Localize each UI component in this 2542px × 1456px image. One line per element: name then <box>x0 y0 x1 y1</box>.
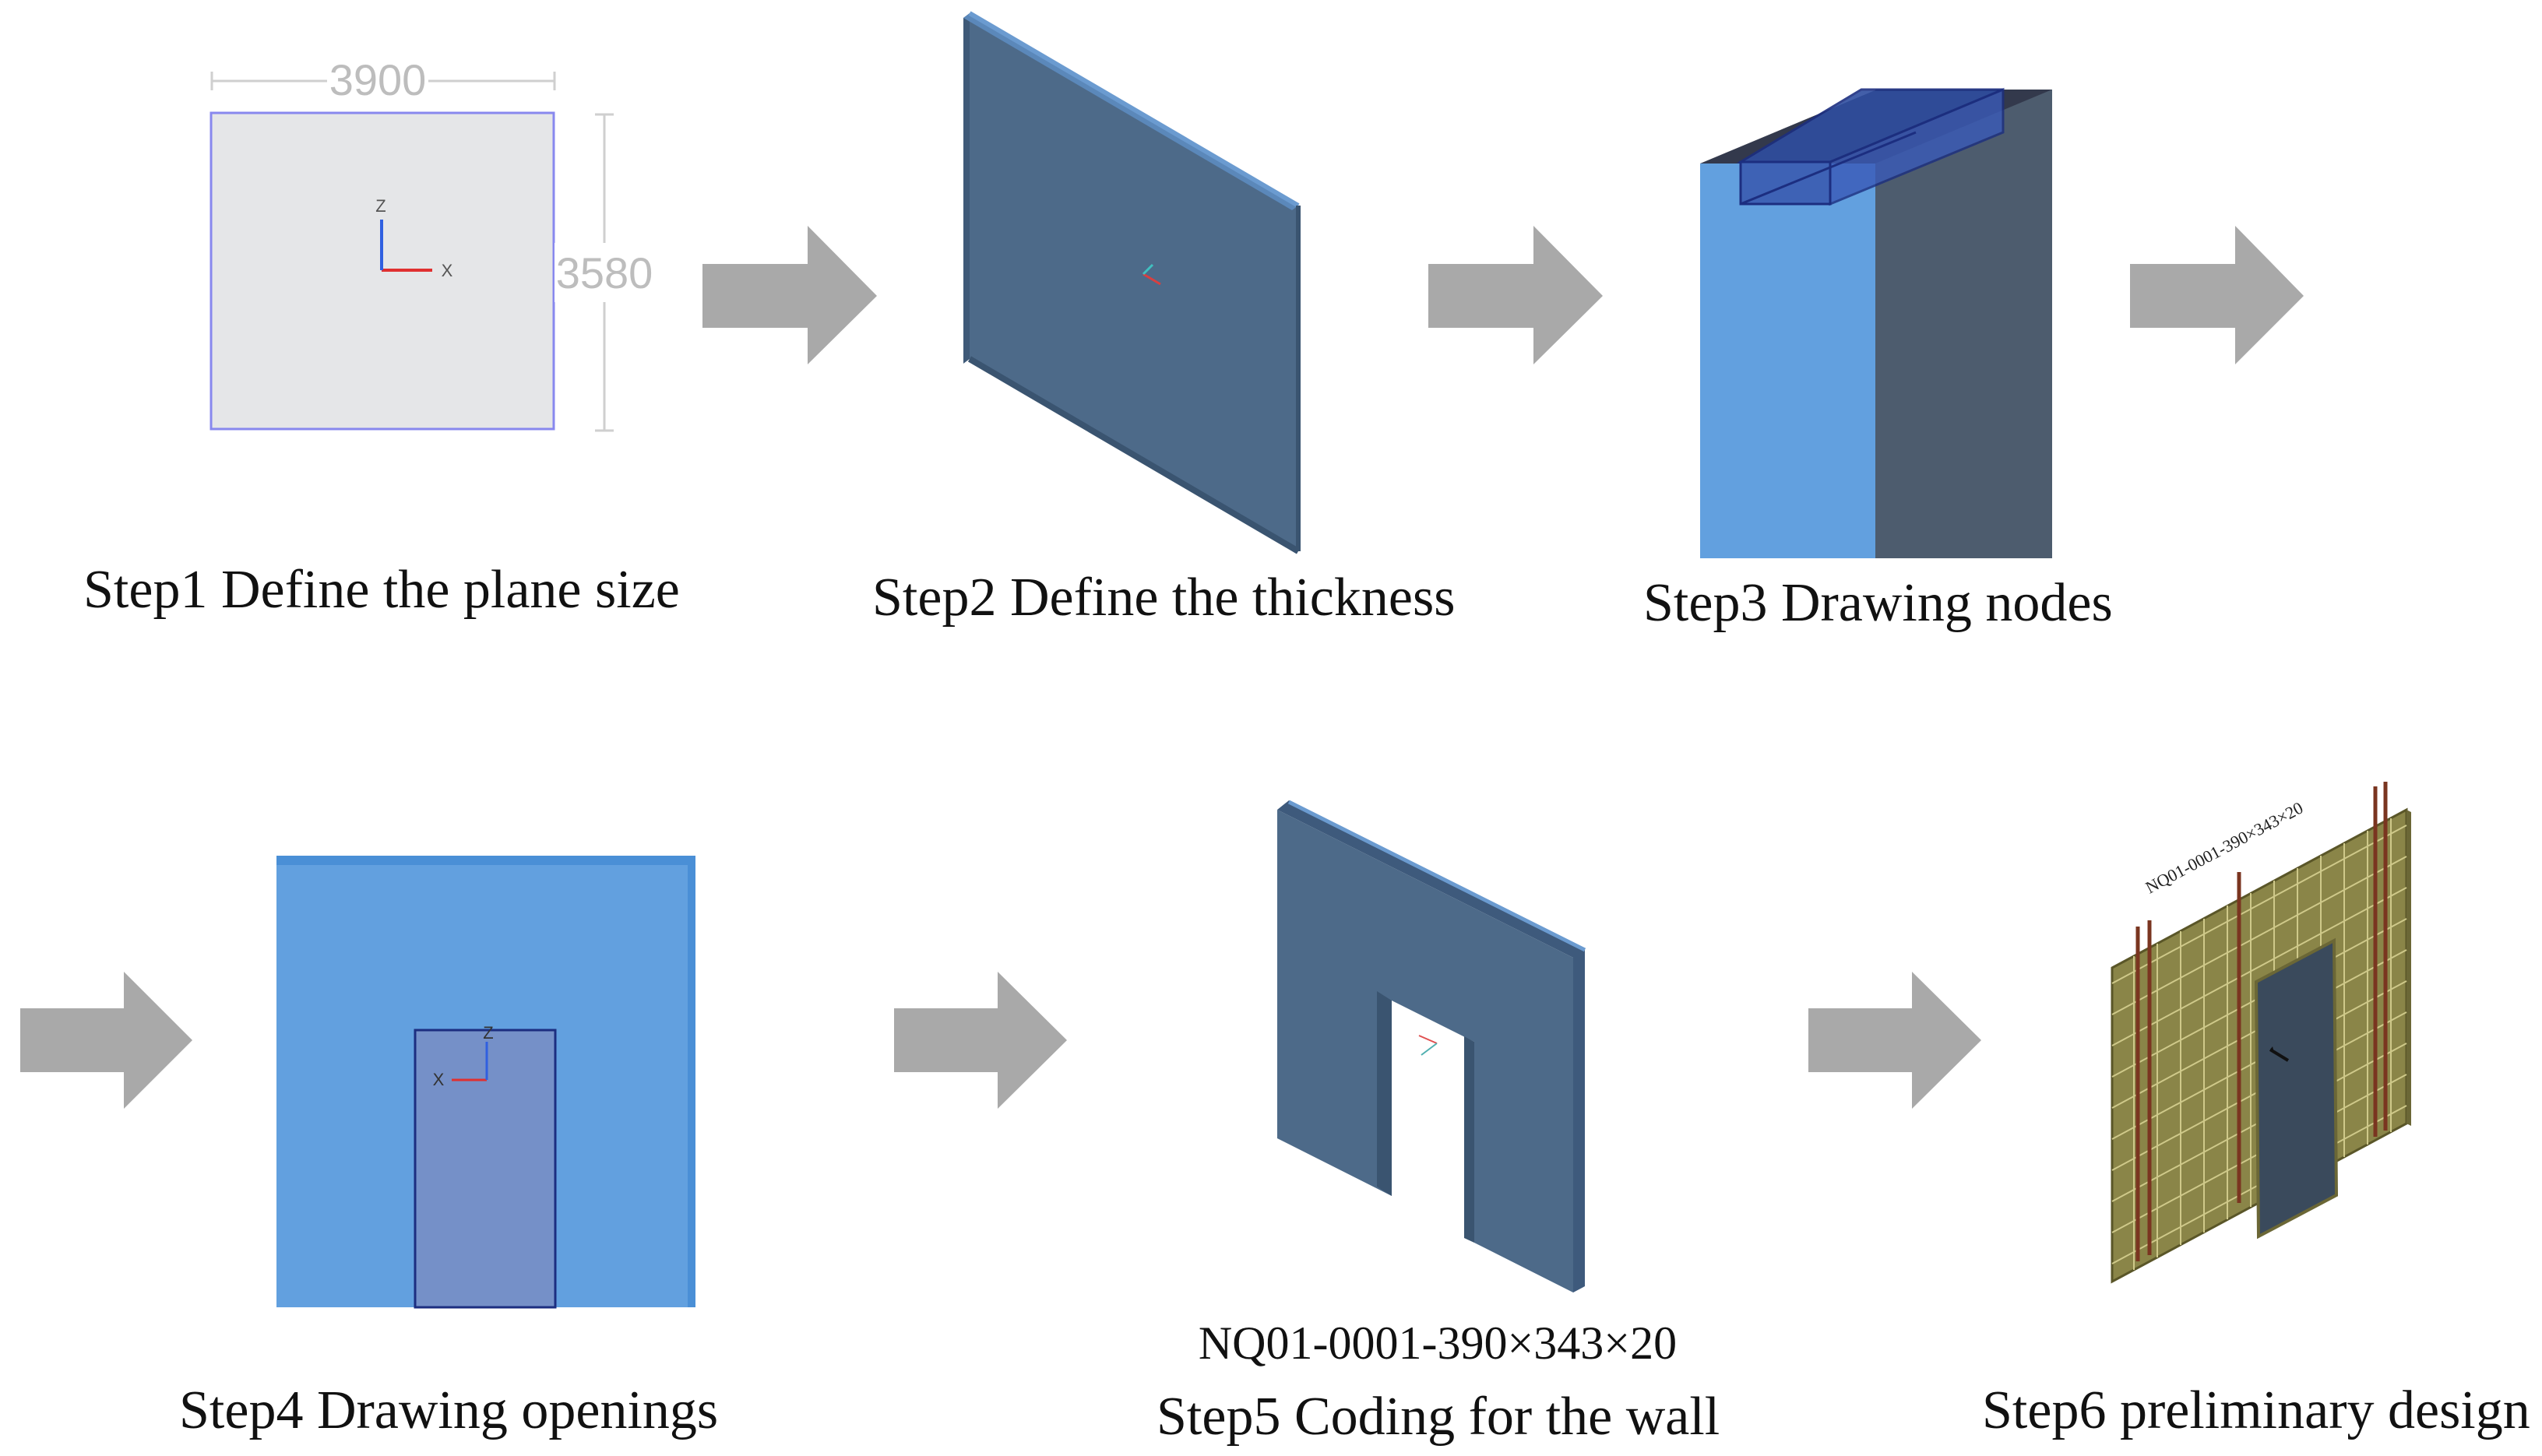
wall-code-label: NQ01-0001-390×343×20 <box>1199 1317 1677 1369</box>
axis-gizmo-icon: Z X <box>433 1023 494 1089</box>
step2-caption: Step2 Define the thickness <box>872 568 1455 628</box>
plane-rectangle <box>209 111 555 431</box>
flow-arrow-icon <box>702 226 877 364</box>
step5-wall-figure <box>1277 800 1586 1292</box>
flow-arrow-icon <box>1808 972 1981 1109</box>
step6-caption: Step6 preliminary design <box>1982 1380 2530 1440</box>
rebar-h <box>2111 825 2407 984</box>
step4-opening-figure: Z X <box>276 856 695 1309</box>
step3-node-figure <box>1700 87 2052 558</box>
axis-gizmo-icon <box>1418 1035 1438 1056</box>
flow-arrow-icon <box>20 972 192 1109</box>
svg-text:X: X <box>433 1070 445 1089</box>
height-dimension-label: 3580 <box>556 248 653 297</box>
svg-text:X: X <box>442 261 453 280</box>
step1-plane-figure: 3900 3580 Z X <box>209 55 656 432</box>
rebar-h <box>2111 856 2407 1015</box>
flow-arrow-icon <box>2130 226 2304 364</box>
step1-caption: Step1 Define the plane size <box>83 560 680 620</box>
step2-panel-figure <box>963 11 1301 554</box>
svg-text:Z: Z <box>483 1023 493 1043</box>
rebar-h <box>2111 887 2407 1046</box>
step6-rebar-figure <box>2111 782 2411 1284</box>
flow-arrow-icon <box>894 972 1067 1109</box>
step5-caption: Step5 Coding for the wall <box>1157 1387 1720 1447</box>
svg-text:Z: Z <box>375 196 386 216</box>
step3-caption: Step3 Drawing nodes <box>1643 573 2113 633</box>
door-opening <box>2254 937 2339 1240</box>
width-dimension-label: 3900 <box>329 55 427 104</box>
step4-caption: Step4 Drawing openings <box>179 1380 718 1440</box>
axis-gizmo-icon: Z X <box>375 196 452 280</box>
flow-arrow-icon <box>1428 226 1603 364</box>
axis-gizmo-icon <box>1142 263 1161 286</box>
door-opening <box>414 1029 557 1309</box>
